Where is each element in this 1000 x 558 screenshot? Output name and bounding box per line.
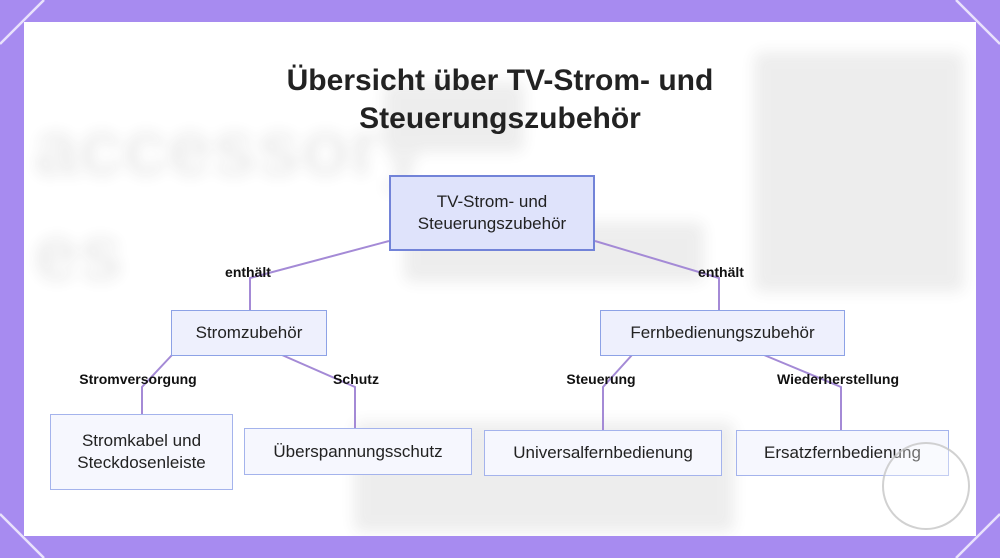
- node-surge-protection: Überspannungsschutz: [244, 428, 472, 475]
- edge-root-remote: [594, 240, 720, 311]
- background-word: es: [34, 208, 123, 297]
- edge-label-remote-universal: Steuerung: [566, 371, 636, 387]
- edge-remote-replacement: [763, 354, 842, 432]
- title-line-2: Steuerungszubehör: [359, 102, 641, 135]
- node-universal-remote: Universalfernbedienung: [484, 430, 722, 476]
- edge-label-remote-replacement: Wiederherstellung: [776, 371, 900, 387]
- edge-power-cable: [141, 354, 173, 415]
- edge-label-power-cable: Stromversorgung: [79, 371, 197, 387]
- title-line-1: Übersicht über TV-Strom- und: [286, 64, 714, 97]
- node-power-cable: Stromkabel und Steckdosenleiste: [50, 414, 233, 490]
- watermark-logo-icon: [882, 442, 970, 530]
- edges-layer: [141, 240, 842, 432]
- edge-root-power: [249, 240, 390, 311]
- diagram-canvas: accessory es Übersicht über TV-Strom- un…: [24, 22, 976, 536]
- edge-label-root-power: enthält: [225, 264, 271, 280]
- node-remote-accessories: Fernbedienungszubehör: [600, 310, 845, 356]
- edge-remote-universal: [602, 354, 633, 432]
- node-power-accessories: Stromzubehör: [171, 310, 327, 356]
- edge-power-surge: [281, 354, 356, 432]
- node-root: TV-Strom- und Steuerungszubehör: [389, 175, 595, 251]
- edge-label-root-remote: enthält: [698, 264, 744, 280]
- edge-label-power-surge: Schutz: [333, 371, 379, 387]
- background-word: accessory: [34, 103, 426, 192]
- diagram-title: Übersicht über TV-Strom- und Steuerungsz…: [24, 62, 976, 138]
